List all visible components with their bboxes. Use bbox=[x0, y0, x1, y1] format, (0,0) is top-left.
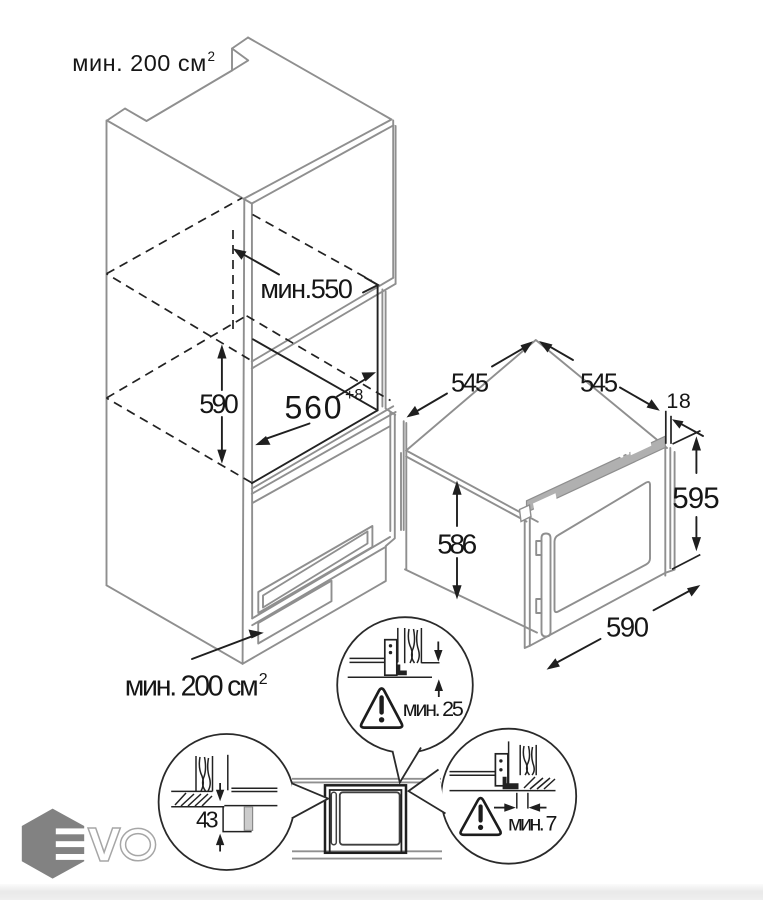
svg-text:+8: +8 bbox=[345, 387, 363, 404]
svg-text:560: 560 bbox=[285, 390, 342, 426]
svg-text:2: 2 bbox=[259, 671, 268, 688]
svg-text:2: 2 bbox=[208, 49, 216, 64]
svg-text:мин. 25: мин. 25 bbox=[403, 697, 464, 721]
svg-text:545: 545 bbox=[451, 370, 489, 398]
svg-text:43: 43 bbox=[196, 807, 219, 833]
svg-text:586: 586 bbox=[437, 529, 477, 560]
svg-text:мин.550: мин.550 bbox=[260, 274, 353, 304]
svg-text:590: 590 bbox=[606, 612, 649, 643]
svg-text:мин. 7: мин. 7 bbox=[508, 812, 558, 836]
svg-text:545: 545 bbox=[580, 370, 618, 398]
svg-text:мин. 200 см: мин. 200 см bbox=[125, 670, 259, 702]
svg-text:мин. 200 см: мин. 200 см bbox=[72, 50, 206, 76]
svg-text:590: 590 bbox=[199, 389, 239, 419]
svg-text:18: 18 bbox=[666, 389, 691, 413]
svg-text:595: 595 bbox=[672, 482, 720, 515]
